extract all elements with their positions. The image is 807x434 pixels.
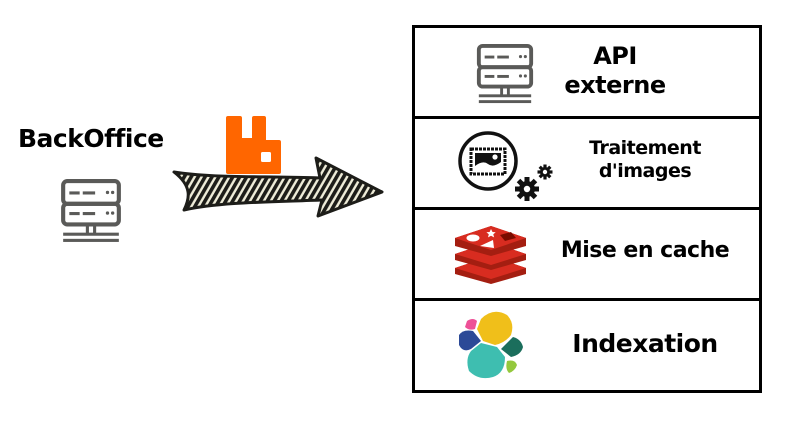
divider [415,298,759,301]
divider [415,116,759,119]
service-label-line: Traitement [589,137,701,159]
hand-drawn-arrow-right-icon [172,156,384,218]
service-row-image-processing: Traitement d'images [415,119,759,207]
services-panel: API externe [412,25,762,393]
service-row-indexation: Indexation [415,301,759,390]
divider [415,207,759,210]
service-label-line: externe [564,70,666,99]
service-row-api: API externe [415,28,759,116]
image-processing-gears-icon [458,131,553,201]
backoffice-label: BackOffice [18,124,164,153]
server-icon [61,179,121,242]
service-label-line: API [593,42,637,70]
server-icon [476,43,534,104]
rabbitmq-logo-icon [226,116,281,174]
redis-logo-icon [455,226,526,284]
service-row-cache: Mise en cache [415,210,759,298]
service-label-line: d'images [598,159,692,182]
elastic-logo-icon [459,311,523,379]
service-label-line: Mise en cache [560,238,730,263]
service-label-line: Indexation [572,329,718,358]
